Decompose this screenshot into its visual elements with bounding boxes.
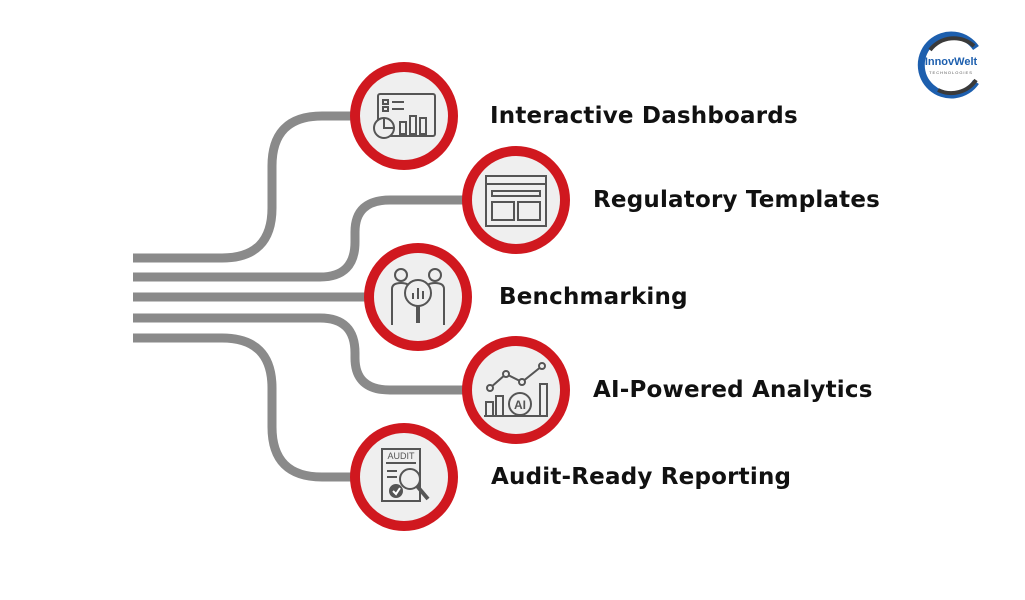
node-audit: AUDIT — [350, 423, 458, 531]
logo-name: InnovWelt — [924, 56, 978, 68]
item-label-ai-analytics: AI-Powered Analytics — [593, 377, 873, 403]
svg-text:AI: AI — [514, 398, 526, 412]
connector-4 — [133, 313, 470, 395]
node-dashboards — [350, 62, 458, 170]
dashboard-icon — [373, 93, 436, 139]
connector-5 — [133, 333, 360, 482]
item-label-audit: Audit-Ready Reporting — [491, 464, 792, 490]
node-benchmarking — [364, 243, 472, 351]
node-ai-analytics: AI — [462, 336, 570, 444]
ai-analytics-icon: AI — [484, 362, 548, 417]
node-templates — [462, 146, 570, 254]
connector-2 — [133, 195, 470, 282]
logo-tagline: TECHNOLOGIES — [929, 70, 973, 75]
template-icon — [485, 175, 547, 227]
company-logo: InnovWelt TECHNOLOGIES — [916, 30, 986, 100]
logo-ring-icon — [917, 31, 979, 99]
svg-text:AUDIT: AUDIT — [388, 451, 416, 461]
benchmark-icon — [391, 268, 445, 325]
item-label-templates: Regulatory Templates — [593, 187, 881, 213]
item-label-benchmarking: Benchmarking — [499, 284, 688, 310]
item-label-dashboards: Interactive Dashboards — [490, 103, 798, 129]
connector-1 — [133, 111, 360, 263]
audit-report-icon: AUDIT — [381, 448, 430, 502]
